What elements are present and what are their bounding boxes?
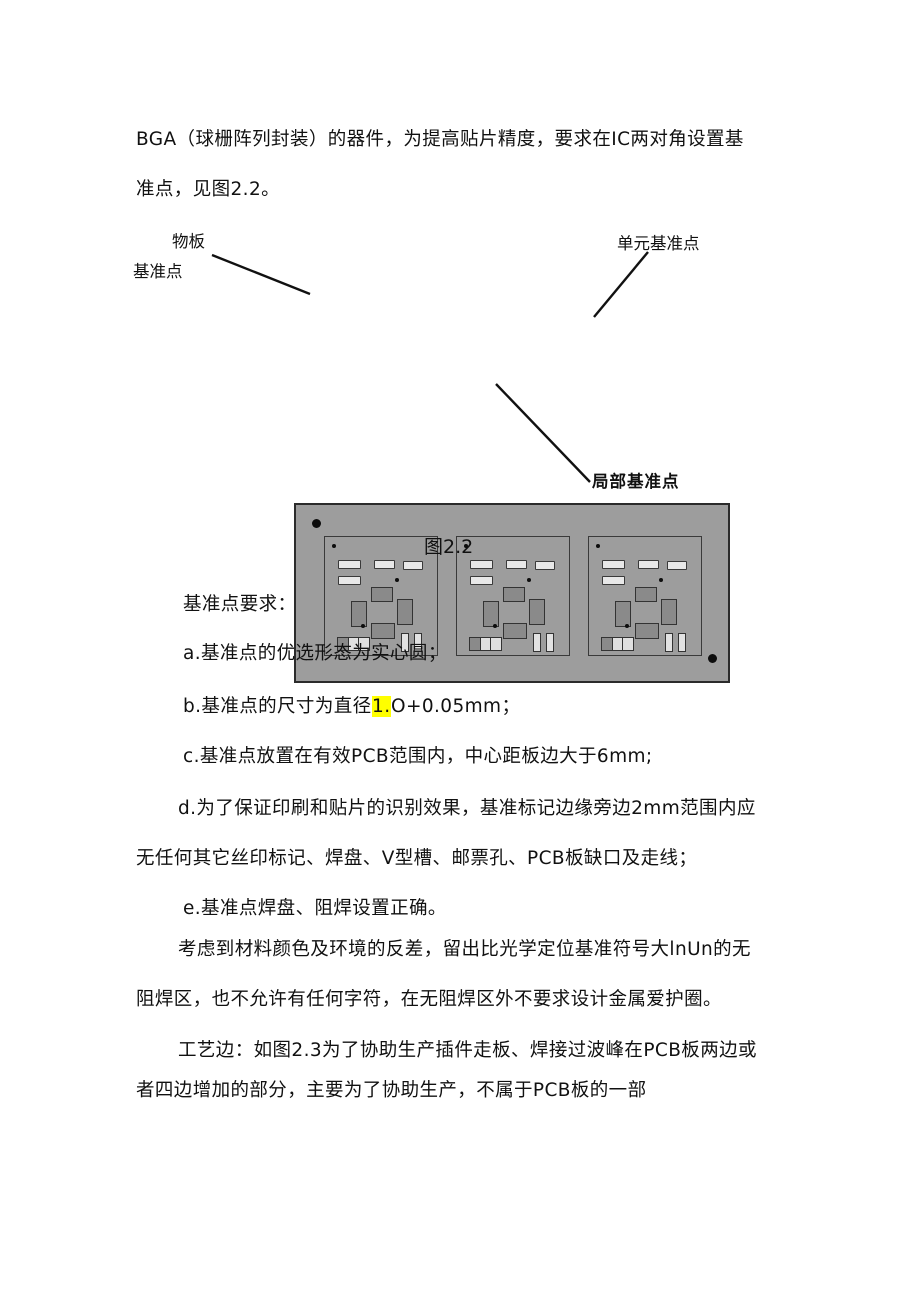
ic-block-left [615, 601, 631, 627]
edge-connector [601, 637, 634, 651]
local-fiducial-dot [493, 624, 497, 628]
vertical-pad [665, 633, 673, 652]
requirement-item-a: a.基准点的优选形态为实心圆； [183, 643, 447, 664]
ic-block-bottom [503, 623, 527, 639]
local-fiducial-dot [527, 578, 531, 582]
connector-segment [602, 638, 613, 650]
pcb-panel [294, 503, 730, 683]
ic-block-right [397, 599, 413, 625]
smd-pad [338, 560, 361, 569]
connector-segment [359, 638, 370, 650]
vertical-pad [414, 633, 422, 652]
requirement-item-d-line-1: d.为了保证印刷和贴片的识别效果，基准标记边缘旁边2mm范围内应 [178, 798, 756, 819]
pcb-subboard [324, 536, 438, 656]
tail-line-2: 者四边增加的部分，主要为了协助生产，不属于PCB板的一部 [136, 1080, 647, 1101]
ic-block-bottom [635, 623, 659, 639]
unit-fiducial-dot [332, 544, 336, 548]
smd-pad [506, 560, 527, 569]
smd-pad [403, 561, 423, 570]
note-line-2: 阻焊区，也不允许有任何字符，在无阻焊区外不要求设计金属爱护圈。 [136, 989, 722, 1010]
edge-connector [469, 637, 502, 651]
local-fiducial-dot [395, 578, 399, 582]
vertical-pad [678, 633, 686, 652]
label-panel-fiducial-line-2: 基准点 [133, 262, 183, 281]
figure-2-2: 物板 基准点 单元基准点 局部基准点 [0, 220, 920, 683]
ic-block-right [661, 599, 677, 625]
unit-fiducial-dot [596, 544, 600, 548]
requirement-item-e: e.基准点焊盘、阻焊设置正确。 [183, 898, 447, 919]
connector-segment [348, 638, 360, 650]
requirements-heading: 基准点要求： [183, 594, 297, 615]
smd-pad [602, 576, 625, 585]
requirement-item-c: c.基准点放置在有效PCB范围内，中心距板边大于6mm; [183, 746, 653, 767]
smd-pad [338, 576, 361, 585]
note-line-1: 考虑到材料颜色及环境的反差，留出比光学定位基准符号大lnUn的无 [178, 939, 751, 960]
vertical-pad [546, 633, 554, 652]
smd-pad [667, 561, 687, 570]
vertical-pad [533, 633, 541, 652]
vertical-pad [401, 633, 409, 652]
ic-block-top [503, 587, 525, 602]
ic-block-left [483, 601, 499, 627]
paragraph-intro-line-1: BGA（球栅阵列封装）的器件，为提高贴片精度，要求在IC两对角设置基 [136, 129, 744, 150]
ic-block-right [529, 599, 545, 625]
ic-block-bottom [371, 623, 395, 639]
ic-block-top [635, 587, 657, 602]
smd-pad [374, 560, 395, 569]
pcb-subboard [456, 536, 570, 656]
requirement-item-b-text-before: b.基准点的尺寸为直径 [183, 696, 372, 717]
edge-connector [337, 637, 370, 651]
tail-line-1: 工艺边：如图2.3为了协助生产插件走板、焊接过波峰在PCB板两边或 [178, 1040, 757, 1061]
paragraph-intro-line-2: 准点，见图2.2。 [136, 179, 281, 200]
connector-segment [612, 638, 624, 650]
connector-segment [470, 638, 481, 650]
local-fiducial-dot [361, 624, 365, 628]
label-panel-fiducial-line-1: 物板 [172, 232, 205, 251]
figure-caption: 图2.2 [424, 536, 474, 558]
smd-pad [602, 560, 625, 569]
figure-leader-lines [211, 251, 649, 483]
label-local-fiducial: 局部基准点 [592, 472, 680, 491]
requirement-item-b-text-after: O+0.05mm； [390, 696, 521, 717]
smd-pad [470, 576, 493, 585]
connector-segment [480, 638, 492, 650]
requirement-item-b: b.基准点的尺寸为直径1.O+0.05mm； [183, 696, 521, 717]
panel-fiducial-dot-top-left [312, 519, 321, 528]
label-unit-fiducial: 单元基准点 [617, 234, 700, 253]
unit-fiducial-dot [464, 544, 468, 548]
local-fiducial-dot [659, 578, 663, 582]
local-fiducial-dot [625, 624, 629, 628]
smd-pad [535, 561, 555, 570]
panel-fiducial-dot-bottom-right [708, 654, 717, 663]
smd-pad [470, 560, 493, 569]
ic-block-top [371, 587, 393, 602]
ic-block-left [351, 601, 367, 627]
connector-segment [338, 638, 349, 650]
pcb-subboard [588, 536, 702, 656]
connector-segment [623, 638, 634, 650]
smd-pad [638, 560, 659, 569]
connector-segment [491, 638, 502, 650]
requirement-item-b-highlight: 1. [371, 696, 391, 717]
requirement-item-d-line-2: 无任何其它丝印标记、焊盘、V型槽、邮票孔、PCB板缺口及走线； [136, 848, 698, 869]
